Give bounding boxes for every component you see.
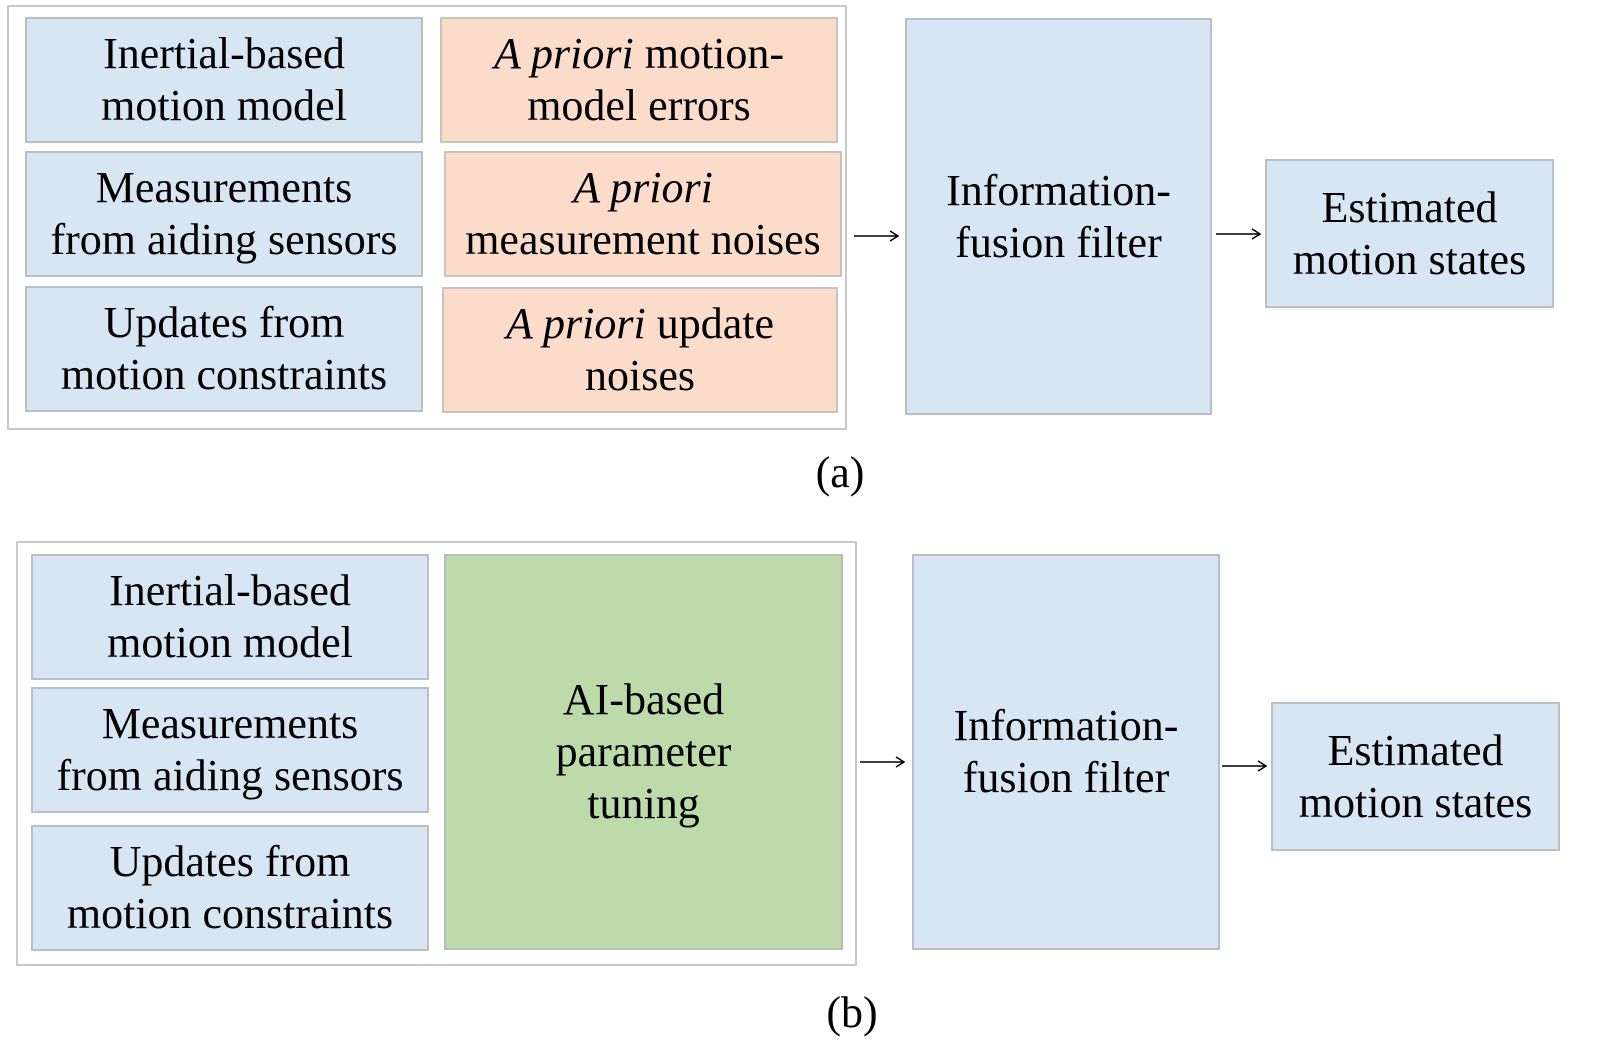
panel-a-caption: (a): [815, 448, 865, 497]
panel-b-motion-constraints-box: Updates from motion constraints: [31, 825, 429, 951]
panel-a-fusion-filter-box: Information- fusion filter: [905, 18, 1212, 415]
panel-b-motion-constraints-label: Updates from motion constraints: [66, 837, 394, 938]
panel-a-fusion-filter-label: Information- fusion filter: [946, 165, 1171, 267]
panel-b-inertial-motion-model-label: Inertial-based motion model: [107, 566, 353, 667]
panel-b-estimated-states-label: Estimated motion states: [1298, 725, 1533, 827]
panel-b-ai-parameter-tuning-label: AI-based parameter tuning: [555, 675, 732, 828]
panel-b-fusion-filter-label: Information- fusion filter: [953, 701, 1179, 802]
panel-b-aiding-sensors-label: Measurements from aiding sensors: [56, 699, 404, 800]
panel-a-motion-model-errors-label: A priori motion- model errors: [493, 29, 785, 130]
panel-a-motion-constraints-box: Updates from motion constraints: [25, 286, 423, 412]
panel-b-caption: (b): [826, 988, 878, 1037]
panel-a-inertial-motion-model-label: Inertial-based motion model: [101, 29, 347, 130]
panel-a-motion-model-errors-box: A priori motion- model errors: [440, 17, 838, 143]
panel-b-inertial-motion-model-box: Inertial-based motion model: [31, 554, 429, 680]
panel-a-motion-constraints-label: Updates from motion constraints: [60, 298, 388, 399]
panel-a-update-noises-box: A priori update noises: [442, 287, 838, 413]
panel-a-arrow-to-filter: [854, 230, 900, 242]
panel-a-aiding-sensors-box: Measurements from aiding sensors: [25, 151, 423, 277]
panel-b-ai-parameter-tuning-box: AI-based parameter tuning: [444, 554, 843, 950]
panel-b-arrow-to-filter: [860, 756, 906, 768]
panel-a-estimated-states-label: Estimated motion states: [1292, 182, 1527, 284]
panel-b-arrow-to-output: [1222, 760, 1268, 772]
panel-a-update-noises-label: A priori update noises: [505, 299, 775, 400]
panel-a-measurement-noises-label: A priori measurement noises: [465, 163, 821, 264]
panel-a-aiding-sensors-label: Measurements from aiding sensors: [50, 163, 398, 264]
panel-b-estimated-states-box: Estimated motion states: [1271, 702, 1560, 851]
panel-b-aiding-sensors-box: Measurements from aiding sensors: [31, 687, 429, 813]
panel-a-measurement-noises-box: A priori measurement noises: [444, 151, 842, 277]
panel-a-inertial-motion-model-box: Inertial-based motion model: [25, 17, 423, 143]
panel-b-fusion-filter-box: Information- fusion filter: [912, 554, 1220, 950]
panel-a-estimated-states-box: Estimated motion states: [1265, 159, 1554, 308]
panel-a-arrow-to-output: [1216, 228, 1262, 240]
